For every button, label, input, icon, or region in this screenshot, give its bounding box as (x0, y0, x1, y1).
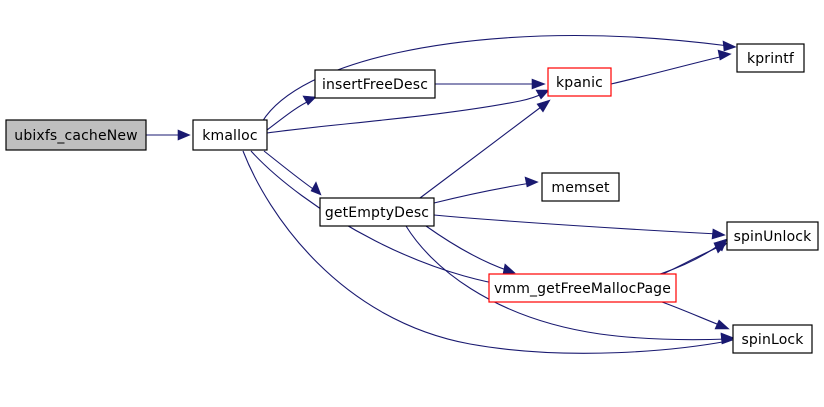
arrowhead-icon (722, 40, 737, 52)
arrowhead-icon (536, 99, 551, 113)
edge-kmalloc-to-kprintf (261, 34, 737, 123)
edge-line (266, 92, 545, 134)
edge-line (662, 245, 722, 275)
node-label: getEmptyDesc (325, 205, 429, 221)
arrowhead-icon (535, 89, 550, 100)
arrowhead-icon (310, 181, 322, 196)
node-label: kpanic (556, 75, 603, 91)
edge-insertFreeDesc-to-kpanic (435, 78, 546, 90)
edge-line (261, 34, 730, 123)
node-vmm_getFreeMallocPage[interactable]: vmm_getFreeMallocPage (488, 273, 677, 303)
arrowhead-icon (720, 332, 735, 344)
edge-kpanic-to-kprintf (610, 49, 732, 85)
node-box[interactable] (319, 197, 435, 227)
node-box[interactable] (488, 273, 677, 303)
edge-line (263, 150, 317, 192)
edge-getEmptyDesc-to-vmm_getFreeMallocPage (425, 225, 516, 275)
arrowhead-icon (531, 78, 546, 90)
edge-kmalloc-to-getEmptyDesc (263, 150, 322, 196)
node-label: spinLock (741, 332, 804, 348)
arrowhead-icon (502, 263, 516, 275)
node-spinUnlock[interactable]: spinUnlock (726, 221, 819, 251)
edge-layer (146, 34, 737, 354)
edge-getEmptyDesc-to-spinLock (405, 225, 735, 344)
edge-kmalloc-to-kpanic (266, 89, 550, 134)
edge-vmm_getFreeMallocPage-to-spinUnlock (662, 242, 728, 275)
edge-line (425, 225, 510, 272)
edge-line (242, 150, 729, 354)
arrowhead-icon (711, 228, 726, 240)
arrowhead-icon (714, 319, 730, 330)
node-label: kprintf (747, 51, 795, 67)
node-box[interactable] (541, 172, 620, 202)
node-box[interactable] (547, 67, 612, 97)
edge-line (433, 182, 532, 204)
edge-vmm_getFreeMallocPage-to-spinLock (661, 301, 730, 330)
node-box[interactable] (726, 221, 819, 251)
node-ubixfs_cacheNew[interactable]: ubixfs_cacheNew (5, 119, 147, 151)
edge-line (661, 301, 723, 327)
arrowhead-icon (713, 242, 728, 254)
node-box[interactable] (732, 324, 813, 354)
node-spinLock[interactable]: spinLock (732, 324, 813, 354)
edge-line (610, 55, 725, 85)
node-kprintf[interactable]: kprintf (736, 43, 805, 73)
edge-kmalloc-to-insertFreeDesc (266, 95, 317, 131)
node-label: memset (551, 180, 610, 196)
edge-getEmptyDesc-to-kpanic (419, 99, 551, 199)
node-box[interactable] (5, 119, 147, 151)
arrowhead-icon (524, 176, 539, 188)
node-kmalloc[interactable]: kmalloc (192, 119, 268, 151)
node-kpanic[interactable]: kpanic (547, 67, 612, 97)
node-memset[interactable]: memset (541, 172, 620, 202)
node-getEmptyDesc[interactable]: getEmptyDesc (319, 197, 435, 227)
node-label: vmm_getFreeMallocPage (494, 281, 671, 297)
edge-line (433, 214, 719, 235)
edge-kmalloc-to-spinLock (242, 150, 734, 354)
node-label: kmalloc (202, 128, 257, 144)
edge-line (266, 99, 312, 131)
node-label: spinUnlock (734, 229, 813, 245)
edge-getEmptyDesc-to-memset (433, 176, 539, 204)
arrowhead-icon (177, 129, 191, 141)
edge-getEmptyDesc-to-spinUnlock (433, 214, 726, 240)
node-box[interactable] (192, 119, 268, 151)
node-insertFreeDesc[interactable]: insertFreeDesc (314, 69, 436, 99)
node-box[interactable] (736, 43, 805, 73)
edge-ubixfs_cacheNew-to-kmalloc (146, 129, 191, 141)
arrowhead-icon (717, 49, 732, 61)
node-label: ubixfs_cacheNew (14, 128, 137, 144)
node-box[interactable] (314, 69, 436, 99)
node-label: insertFreeDesc (322, 77, 428, 93)
edge-line (405, 225, 729, 341)
arrowhead-icon (302, 95, 317, 106)
node-layer: ubixfs_cacheNew kmalloc insertFreeDesc kpan… (5, 43, 819, 354)
edge-line (419, 103, 546, 199)
